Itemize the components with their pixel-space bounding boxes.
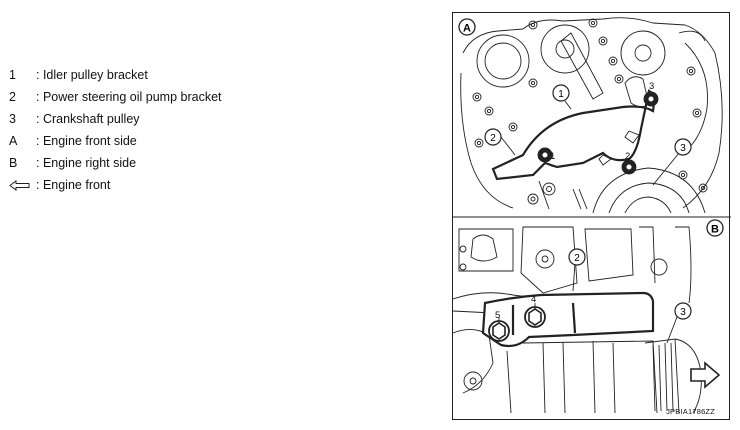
legend-key: B <box>9 156 18 170</box>
engine-diagram: A B 1 2 3 1 2 3 2 3 <box>452 12 731 420</box>
hollow-left-arrow-icon <box>9 180 30 191</box>
panel-b-bracket <box>481 291 655 348</box>
legend-item: 3 : Crankshaft pulley <box>9 108 309 130</box>
hollow-right-arrow-icon <box>690 361 721 389</box>
legend-text: : Engine right side <box>36 156 137 170</box>
legend-key: 3 <box>9 112 16 126</box>
bolt-label-3: 3 <box>649 81 654 92</box>
panel-b-letter: B <box>706 219 724 237</box>
legend-key: 2 <box>9 90 16 104</box>
callout-1: 1 <box>552 84 570 102</box>
callout-b-3-text: 3 <box>680 307 686 318</box>
panel-b-letter-text: B <box>711 224 719 236</box>
figure-code: JPBIA1786ZZ <box>666 407 715 416</box>
callout-b-2-text: 2 <box>574 253 580 264</box>
bolt-label-1: 1 <box>550 151 555 162</box>
legend-text: : Engine front <box>36 178 111 192</box>
panel-b-illustration <box>453 226 702 414</box>
legend-key: A <box>9 134 18 148</box>
callout-3: 3 <box>674 138 692 156</box>
callout-2-text: 2 <box>490 133 496 144</box>
legend-text: : Crankshaft pulley <box>36 112 140 126</box>
panel-a-illustration <box>460 17 723 214</box>
callout-3-text: 3 <box>680 143 686 154</box>
bolt-label-5: 5 <box>495 310 500 321</box>
callout-b-2: 2 <box>568 248 586 266</box>
panel-a-brackets <box>491 89 657 181</box>
legend-item: A : Engine front side <box>9 130 309 152</box>
panel-a-letter: A <box>458 18 476 36</box>
bolt-label-4: 4 <box>531 294 536 305</box>
legend-item: 2 : Power steering oil pump bracket <box>9 86 309 108</box>
legend: 1 : Idler pulley bracket 2 : Power steer… <box>9 64 309 196</box>
callout-1-text: 1 <box>558 89 564 100</box>
legend-item: B : Engine right side <box>9 152 309 174</box>
panel-a-letter-text: A <box>463 23 471 35</box>
legend-key: 1 <box>9 68 16 82</box>
callout-b-3: 3 <box>674 302 692 320</box>
legend-text: : Power steering oil pump bracket <box>36 90 222 104</box>
legend-text: : Engine front side <box>36 134 137 148</box>
legend-text: : Idler pulley bracket <box>36 68 148 82</box>
legend-item: : Engine front <box>9 174 309 196</box>
callout-2: 2 <box>484 128 502 146</box>
bolt-label-2: 2 <box>625 151 630 162</box>
legend-item: 1 : Idler pulley bracket <box>9 64 309 86</box>
engine-illustration: A B 1 2 3 1 2 3 2 3 <box>453 17 731 414</box>
panel-a-bolts <box>537 91 659 175</box>
